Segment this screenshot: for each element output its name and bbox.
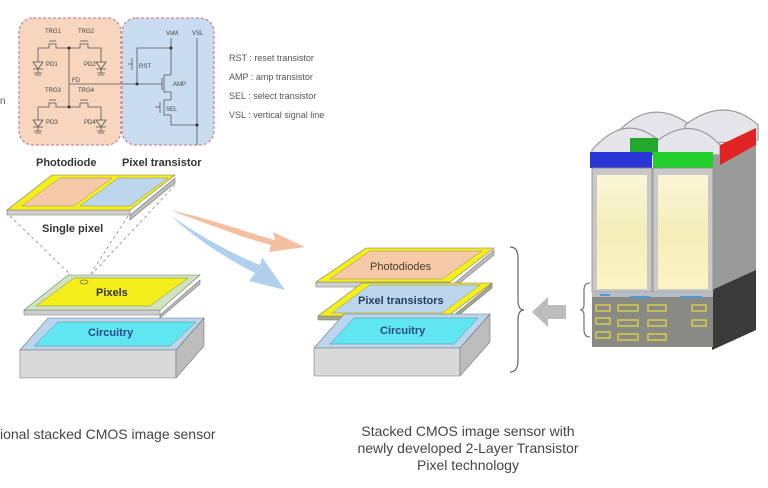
two-layer-caption-line-3: Pixel technology — [417, 457, 519, 473]
right-brace — [509, 246, 525, 373]
section-photodiode-label: Photodiode — [36, 157, 97, 169]
legend-item-rst: RST : reset transistor — [229, 53, 314, 63]
pixels-layer — [23, 274, 201, 319]
photodiode-column-left — [597, 175, 647, 289]
circuitry-label-middle: Circuitry — [380, 325, 426, 337]
pixel-transistors-label: Pixel transistors — [358, 295, 444, 307]
label-vdd: VoM — [166, 31, 178, 37]
label-pd2: PD2 — [84, 62, 96, 68]
section-transistor-label: Pixel transistor — [122, 157, 202, 169]
orange-arrow — [170, 210, 305, 252]
pixel-3d-render — [579, 109, 759, 350]
circuitry-layer-middle — [313, 313, 491, 377]
single-pixel-plate — [6, 174, 176, 221]
circuitry-label-left: Circuitry — [88, 327, 134, 339]
photodiodes-layer — [315, 247, 495, 292]
transition-arrows — [170, 210, 305, 290]
filter-green — [653, 152, 713, 168]
cropped-left-text: n — [0, 96, 6, 107]
two-layer-sensor-diagram: Photodiodes Pixel transistors Circuitry — [313, 246, 525, 377]
label-pd1: PD1 — [46, 62, 58, 68]
photodiode-region — [18, 17, 122, 146]
circuitry-layer — [19, 317, 205, 379]
label-trg2: TRG2 — [78, 29, 95, 35]
gray-left-arrow — [532, 297, 566, 327]
legend-item-amp: AMP : amp transistor — [229, 72, 313, 82]
two-layer-caption-line-1: Stacked CMOS image sensor with — [361, 423, 575, 439]
label-pd3: PD3 — [46, 120, 58, 126]
pixel-circuit-schematic: TRG1 TRG2 TRG3 TRG4 PD1 PD2 PD3 PD4 FD V… — [0, 17, 215, 169]
conventional-sensor-diagram: Single pixel Pixels Circuitry — [6, 174, 205, 379]
label-amp: AMP — [173, 82, 186, 88]
label-trg3: TRG3 — [45, 88, 62, 94]
photodiodes-label: Photodiodes — [370, 261, 432, 273]
label-trg4: TRG4 — [78, 88, 95, 94]
filter-red — [720, 128, 756, 165]
filter-green-back — [630, 138, 658, 155]
pixel-transistor-region — [121, 17, 215, 146]
single-pixel-label: Single pixel — [42, 223, 103, 235]
label-pd4: PD4 — [84, 120, 96, 126]
two-layer-caption-line-2: newly developed 2-Layer Transistor — [357, 440, 579, 456]
conventional-caption: ional stacked CMOS image sensor — [0, 426, 216, 442]
pixel-transistors-layer — [317, 282, 493, 325]
blue-arrow — [170, 215, 285, 290]
label-vsl: VSL — [192, 31, 204, 37]
small-brace — [579, 282, 591, 338]
label-rst: RST — [139, 64, 151, 70]
legend-item-vsl: VSL : vertical signal line — [229, 110, 325, 120]
legend-item-sel: SEL : select transistor — [229, 91, 317, 101]
pixels-label: Pixels — [96, 287, 128, 299]
photodiode-column-right — [658, 175, 708, 289]
label-trg1: TRG1 — [45, 29, 62, 35]
filter-blue — [590, 152, 652, 168]
micro-lenses — [591, 109, 759, 156]
label-sel: SEL — [166, 107, 178, 113]
label-fd: FD — [72, 78, 81, 84]
two-layer-caption: Stacked CMOS image sensor with newly dev… — [318, 423, 618, 474]
